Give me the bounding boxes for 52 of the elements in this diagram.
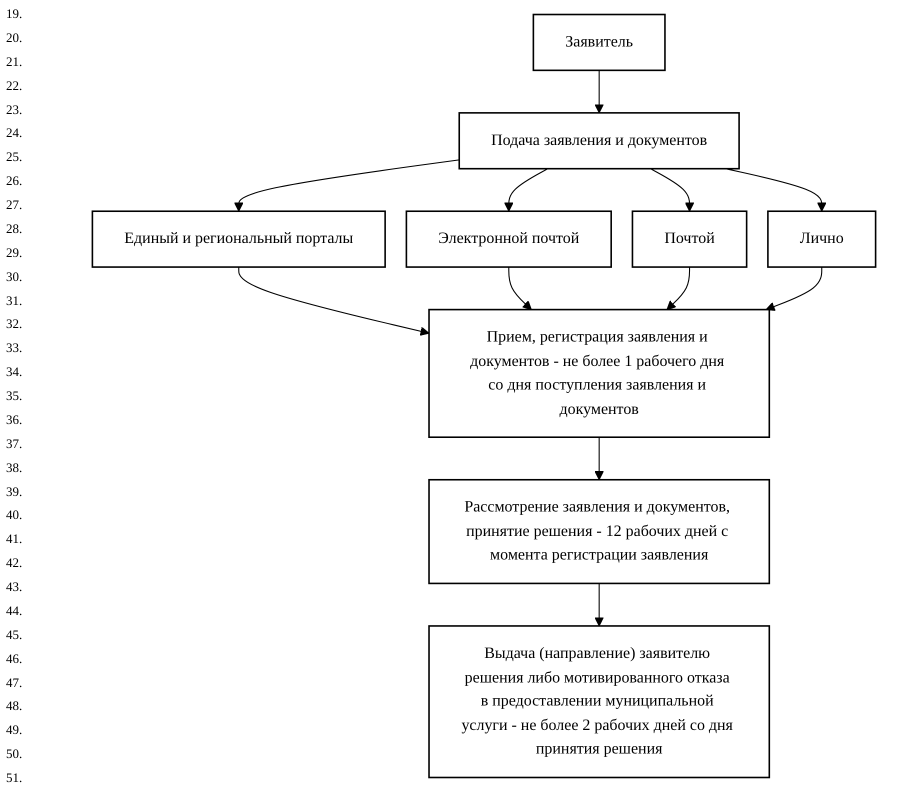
node-box: Лично [767,210,876,268]
line-number: 48. [6,698,24,714]
line-number: 27. [6,197,24,213]
line-number: 25. [6,149,24,166]
line-number: 39. [6,484,24,500]
node-box: Выдача (направление) заявителю решения либо мотивированного отказа в предоставлении муниципальной услуги - не более 2 рабочих дней со дня принятия решения [428,625,770,778]
line-number: 37. [6,436,24,452]
line-number: 32. [6,316,24,332]
line-number: 46. [6,650,24,667]
line-number: 51. [6,770,24,786]
line-number: 35. [6,388,24,404]
line-number: 40. [6,507,24,524]
node-box: Электронной почтой [406,210,612,268]
node-box: Почтой [632,210,748,268]
line-number: 44. [6,602,24,619]
node-box: Заявитель [532,14,666,72]
line-number: 45. [6,626,24,643]
line-number: 30. [6,268,24,285]
arrow [594,583,604,626]
arrow [766,267,822,311]
line-number: 42. [6,555,24,572]
line-number: 50. [6,746,24,762]
line-number: 38. [6,460,24,476]
arrow [666,267,690,310]
arrow [504,168,548,212]
line-number: 34. [6,364,24,380]
node-box: Прием, регистрация заявления и документов - не более 1 рабочего дня со дня поступления заявления и документов [428,308,770,438]
node-box: Рассмотрение заявления и документов, принятие решения - 12 рабочих дней с момента регистрации заявления [428,478,770,584]
line-number: 26. [6,173,24,190]
line-number: 20. [6,30,24,46]
line-number: 19. [6,6,24,22]
line-number: 43. [6,579,24,595]
node-box: Единый и региональный порталы [92,210,386,268]
line-number: 21. [6,54,24,70]
arrow [234,159,460,212]
arrow [238,267,430,336]
line-number: 24. [6,125,24,142]
line-number: 29. [6,244,24,261]
line-number: 49. [6,722,24,738]
line-number: 41. [6,531,24,548]
arrow [650,168,694,212]
line-number: 28. [6,220,24,237]
line-number: 36. [6,412,24,428]
line-number: 23. [6,102,24,118]
line-number: 47. [6,674,24,690]
line-number: 22. [6,78,24,94]
line-number: 33. [6,340,24,356]
arrow [594,70,604,114]
arrow [594,437,604,480]
arrow [508,267,532,310]
node-box: Подача заявления и документов [458,112,740,170]
line-number: 31. [6,292,24,308]
